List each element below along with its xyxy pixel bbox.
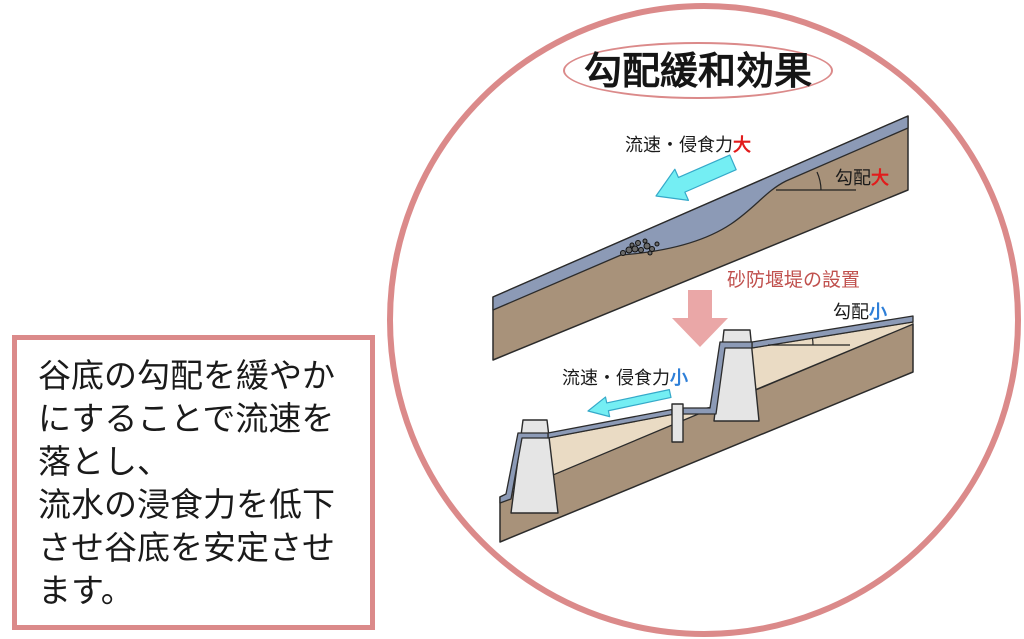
- rock: [642, 238, 648, 244]
- rock: [620, 250, 626, 256]
- frame-circle: [387, 3, 1021, 637]
- rock: [643, 242, 651, 250]
- description-line: ます。: [38, 571, 134, 610]
- after-gradient-angle-arc: [811, 337, 814, 346]
- after-flow-text: 流速・侵食力: [562, 368, 670, 389]
- down-arrow-icon: [672, 290, 728, 347]
- before-gradient-angle-arc: [816, 171, 822, 191]
- rock: [647, 250, 653, 256]
- description-line: 流水の浸食力を低下: [38, 485, 335, 524]
- after-gradient-label: 勾配小: [833, 302, 887, 323]
- before-flow-level: 大: [733, 134, 751, 156]
- after-cross-section: 勾配小 流速・侵食力小: [499, 302, 914, 543]
- before-water-layer-with-scour: [492, 115, 909, 311]
- description-box: 谷底の勾配を緩やか にすることで流速を 落とし、 流水の浸食力を低下 させ谷底を…: [12, 335, 375, 630]
- after-flow-level: 小: [670, 368, 688, 389]
- sediment-rocks: [620, 238, 660, 256]
- before-cross-section: 勾配大 流速・侵食力大: [492, 115, 909, 361]
- after-gradient-level: 小: [869, 302, 887, 323]
- rock: [654, 241, 660, 247]
- sub-dam: [671, 403, 684, 443]
- rock: [625, 246, 633, 254]
- before-gradient-level: 大: [871, 167, 889, 189]
- transition-label: 砂防堰堤の設置: [727, 269, 860, 291]
- title-badge: 勾配緩和効果: [563, 42, 833, 99]
- rock: [638, 247, 644, 253]
- before-gradient-text: 勾配: [835, 168, 871, 189]
- page-title: 勾配緩和効果: [583, 48, 812, 93]
- description-line: させ谷底を安定させ: [38, 528, 335, 567]
- description-line: 落とし、: [38, 442, 170, 481]
- before-gradient-label: 勾配大: [835, 167, 889, 189]
- before-flow-text: 流速・侵食力: [625, 135, 733, 156]
- lower-sabo-dam: [510, 419, 559, 514]
- lower-dam-overflow-water: [499, 432, 549, 504]
- rock: [629, 242, 635, 248]
- after-flow-arrow-icon: [587, 389, 672, 418]
- description-line: にすることで流速を: [38, 399, 335, 438]
- before-flow-arrow-icon: [655, 154, 737, 201]
- rock: [635, 240, 641, 246]
- before-flow-label: 流速・侵食力大: [625, 134, 751, 156]
- description-line: 谷底の勾配を緩やか: [38, 356, 335, 395]
- after-gradient-text: 勾配: [833, 302, 869, 323]
- rock: [631, 245, 639, 253]
- after-flow-label: 流速・侵食力小: [562, 368, 688, 389]
